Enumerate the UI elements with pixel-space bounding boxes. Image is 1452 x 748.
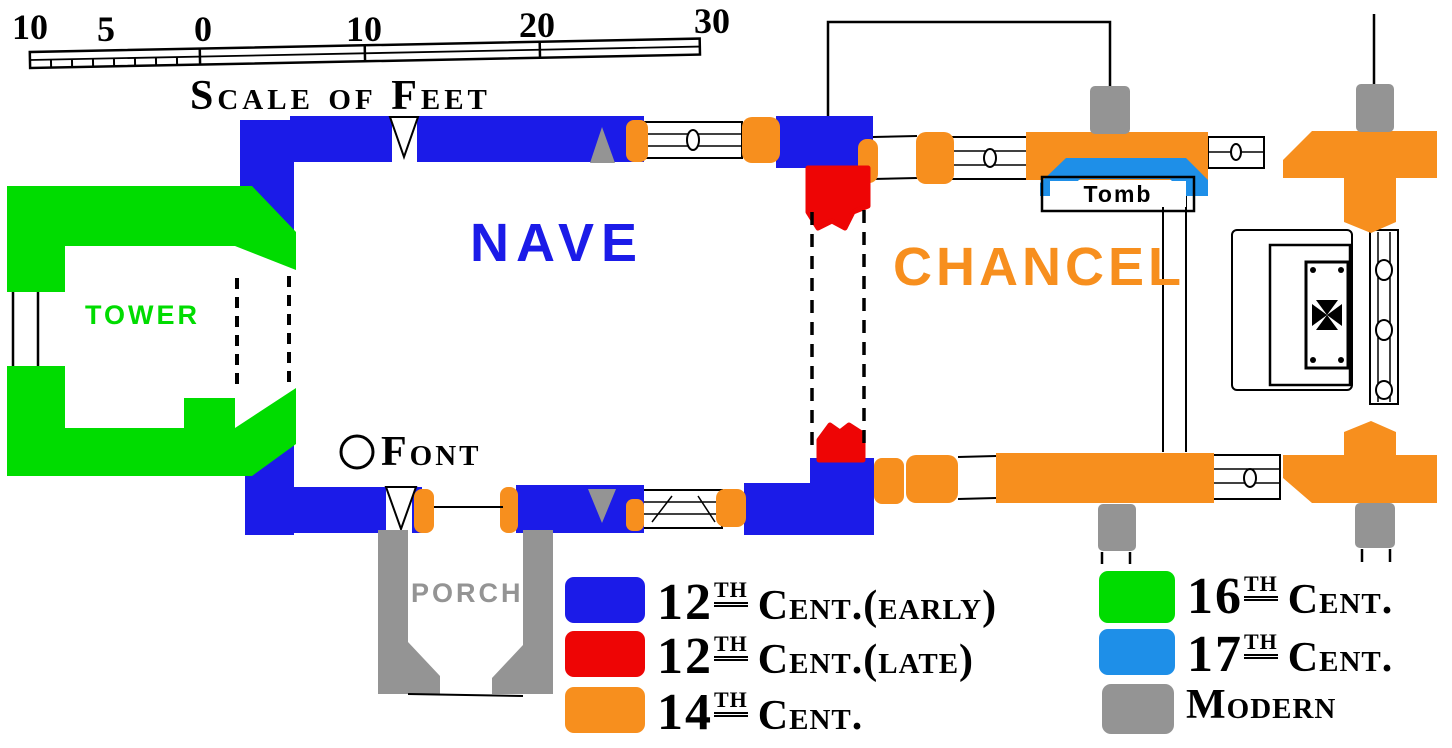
chancel-arch-responds-12th-late <box>805 165 871 463</box>
buttress <box>588 489 616 523</box>
legend-swatch-12th-late <box>565 631 645 677</box>
porch-wall-west <box>378 530 440 694</box>
tomb-label: Tomb <box>1083 181 1153 207</box>
scale-bar <box>28 37 702 70</box>
window <box>1212 454 1281 500</box>
font-label: Font <box>381 429 482 475</box>
font-circle <box>339 434 375 470</box>
tomb-recess-17th <box>1040 158 1208 213</box>
tower-label: TOWER <box>85 300 200 330</box>
window <box>1369 229 1399 405</box>
vestry-outline <box>826 14 1376 140</box>
chancel-label: CHANCEL <box>893 237 1185 297</box>
scale-tick: 30 <box>694 1 730 41</box>
porch-label: PORCH <box>411 578 524 608</box>
legend-swatch-modern <box>1102 684 1174 734</box>
buttress <box>1356 84 1394 132</box>
nave-walls-12th-early <box>240 116 874 535</box>
thresholds <box>407 506 524 697</box>
window <box>642 489 723 529</box>
window <box>951 136 1029 180</box>
wall-openings <box>384 116 420 532</box>
altar <box>1268 243 1352 387</box>
nave-label: NAVE <box>470 213 645 273</box>
legend-item-modern: Modern <box>1102 684 1336 734</box>
legend-swatch-16th <box>1099 571 1175 623</box>
window <box>1207 136 1265 169</box>
scale-tick: 20 <box>519 5 555 45</box>
arch-openings <box>235 210 866 454</box>
scale-tick: 10 <box>346 9 382 49</box>
doorway-lines <box>11 135 1392 564</box>
scale-tick: 10 <box>12 7 48 47</box>
tower-walls-16th <box>7 186 296 476</box>
scale-caption: Scale of Feet <box>190 73 491 119</box>
buttress <box>1355 503 1395 548</box>
modern-gray-work <box>378 84 1395 694</box>
legend-swatch-17th <box>1099 629 1175 675</box>
chancel-step-lines <box>1162 184 1187 452</box>
legend-swatch-14th <box>565 687 645 733</box>
altar-cross-icon <box>1312 300 1342 330</box>
scale-tick: 0 <box>194 9 212 49</box>
windows <box>642 121 1399 529</box>
sanctuary-platform <box>1231 229 1353 391</box>
porch-wall-east <box>492 530 553 694</box>
buttress <box>1098 504 1136 551</box>
buttress <box>1090 86 1130 134</box>
window <box>644 121 743 159</box>
scale-tick: 5 <box>97 9 115 49</box>
legend-swatch-12th-early <box>565 577 645 623</box>
buttress <box>590 127 615 163</box>
